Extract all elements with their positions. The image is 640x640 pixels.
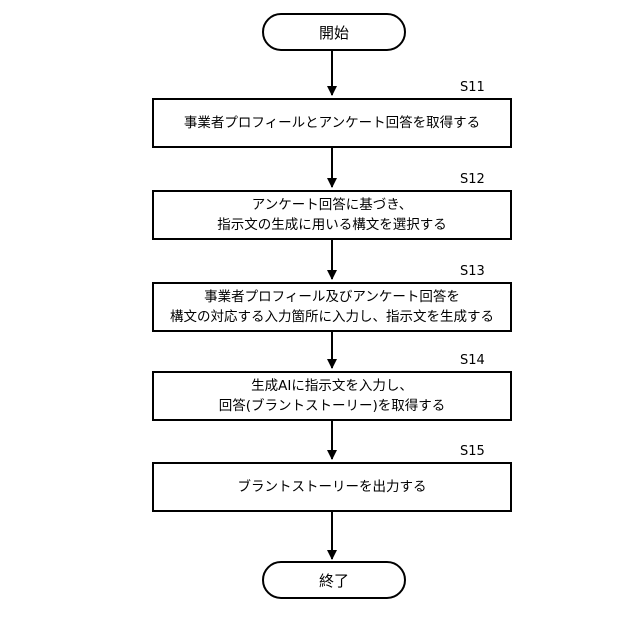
step-s12-line-1: アンケート回答に基づき、 (252, 195, 413, 215)
step-s13-line-2: 構文の対応する入力箇所に入力し、指示文を生成する (170, 307, 494, 327)
end-label: 終了 (319, 570, 349, 591)
start-label: 開始 (319, 22, 349, 43)
step-s13-line-1: 事業者プロフィール及びアンケート回答を (204, 287, 460, 307)
step-s14-line-1: 生成AIに指示文を入力し、 (251, 376, 413, 396)
step-s14-box: 生成AIに指示文を入力し、 回答(ブラントストーリー)を取得する (152, 371, 512, 421)
step-s12-box: アンケート回答に基づき、 指示文の生成に用いる構文を選択する (152, 190, 512, 240)
step-s15-id: S15 (460, 444, 485, 459)
step-s14-line-2: 回答(ブラントストーリー)を取得する (219, 396, 446, 416)
step-s13-id: S13 (460, 264, 485, 279)
step-s14-id: S14 (460, 353, 485, 368)
step-s11-box: 事業者プロフィールとアンケート回答を取得する (152, 98, 512, 148)
step-s15-line-1: ブラントストーリーを出力する (238, 477, 427, 497)
step-s15-box: ブラントストーリーを出力する (152, 462, 512, 512)
end-terminal: 終了 (262, 561, 406, 599)
step-s11-id: S11 (460, 80, 485, 95)
step-s12-line-2: 指示文の生成に用いる構文を選択する (217, 215, 447, 235)
step-s11-line-1: 事業者プロフィールとアンケート回答を取得する (184, 113, 480, 133)
step-s13-box: 事業者プロフィール及びアンケート回答を 構文の対応する入力箇所に入力し、指示文を… (152, 282, 512, 332)
start-terminal: 開始 (262, 13, 406, 51)
step-s12-id: S12 (460, 172, 485, 187)
